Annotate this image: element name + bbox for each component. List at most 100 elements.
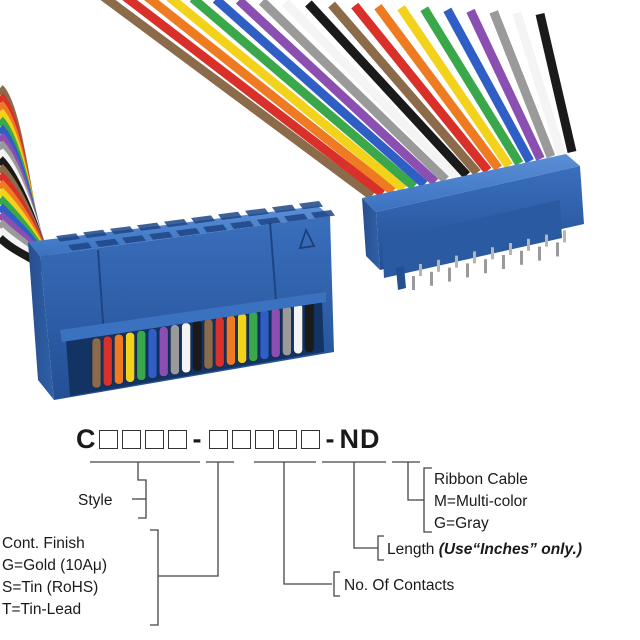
ribbon-wire-right: [305, 0, 471, 179]
triangle-icon: [298, 227, 316, 250]
label-ribbon-title: Ribbon Cable: [434, 471, 528, 488]
socket-wire-end: [102, 335, 113, 387]
part-number-dash-2: -: [325, 424, 336, 454]
ribbon-wire-right: [512, 11, 566, 156]
ribbon-wire-right: [351, 2, 492, 174]
ribbon-wire-right: [466, 8, 545, 161]
part-number-suffix: ND: [339, 424, 381, 454]
plug-pin: [509, 243, 512, 255]
socket-wire-end: [192, 320, 203, 372]
ribbon-wire-right: [489, 10, 556, 159]
label-finish-tinlead: T=Tin-Lead: [2, 601, 82, 618]
label-ribbon-multi: M=Multi-color: [434, 493, 528, 510]
plug-pin: [484, 259, 487, 274]
ribbon-wire-right: [374, 3, 502, 171]
ribbon-wire-right: [122, 0, 386, 198]
socket-connector: [28, 201, 335, 400]
ribbon-wire-right: [143, 0, 396, 195]
socket-cell: [272, 204, 296, 213]
plug-pins: [412, 230, 566, 290]
socket-cell: [149, 231, 173, 240]
socket-wire-end: [237, 312, 247, 364]
ribbon-wire-right: [100, 0, 375, 200]
finish-box: [121, 430, 141, 449]
length-box-3: [254, 430, 274, 449]
ribbon-wire-right: [282, 0, 460, 181]
label-length: Length (Use“Inches” only.): [387, 539, 582, 560]
socket-contact-holes: [56, 201, 335, 251]
plug-pin: [473, 251, 476, 264]
ribbon-wire-right: [420, 6, 524, 166]
socket-cell: [83, 229, 107, 238]
ribbon-wire-right: [258, 0, 449, 184]
socket-cell: [230, 220, 254, 229]
length-box-4: [277, 430, 297, 449]
part-number-dash-1: -: [192, 424, 203, 454]
part-number: C--ND: [76, 424, 381, 455]
plug-connector: [362, 154, 584, 290]
ribbon-wire-right: [212, 0, 428, 188]
ribbon-wire-right: [328, 1, 481, 176]
socket-cell: [176, 228, 200, 237]
contacts-box-1: [144, 430, 164, 449]
socket-wire-end: [248, 311, 259, 362]
plug-pin: [412, 276, 415, 290]
plug-pin: [437, 259, 440, 272]
plug-pin: [466, 263, 469, 278]
label-contacts: No. Of Contacts: [344, 577, 455, 594]
plug-pin: [538, 246, 541, 261]
socket-cell: [137, 222, 161, 231]
socket-wire-end: [136, 330, 147, 381]
ribbon-wire-right: [443, 7, 534, 164]
socket-wire-end: [181, 322, 191, 374]
socket-wire-end: [125, 331, 135, 383]
socket-cell: [203, 224, 227, 233]
plug-pin: [448, 267, 451, 282]
socket-wire-end: [147, 328, 158, 379]
socket-wire-end: [114, 333, 124, 385]
ribbon-wire-right: [397, 5, 513, 169]
socket-wire-end: [170, 324, 180, 376]
plug-pin: [527, 238, 530, 251]
socket-cell: [95, 238, 119, 247]
socket-wire-end: [270, 307, 281, 358]
plug-pin: [556, 242, 559, 257]
plug-pin: [545, 234, 548, 247]
part-number-prefix: C: [76, 424, 97, 454]
socket-cell: [299, 201, 323, 210]
ribbon-wire-right: [166, 0, 407, 193]
style-box: [98, 430, 118, 449]
socket-cell: [257, 217, 281, 226]
socket-cell: [164, 219, 188, 228]
length-box-2: [231, 430, 251, 449]
label-length-text: Length: [387, 541, 435, 558]
plug-top-face: [362, 154, 580, 212]
callout-lines: [90, 461, 432, 626]
plug-pin: [520, 250, 523, 265]
label-ribbon-gray: G=Gray: [434, 515, 489, 532]
label-length-note: (Use“Inches” only.): [438, 541, 582, 558]
socket-cell: [110, 226, 134, 235]
socket-wire-end: [304, 301, 315, 353]
socket-wire-end: [293, 303, 303, 355]
socket-cell: [191, 215, 215, 224]
label-finish-tin: S=Tin (RoHS): [2, 579, 99, 596]
plug-pin: [563, 230, 566, 243]
ribbon-wire-right: [535, 12, 577, 154]
socket-side-face: [28, 242, 54, 400]
socket-wire-end: [282, 305, 292, 357]
ribbon-wire-right: [235, 0, 439, 186]
label-style: Style: [78, 492, 113, 509]
socket-cell: [284, 213, 308, 222]
socket-wire-end: [259, 309, 270, 360]
plug-side-face: [362, 198, 380, 270]
socket-wire-end: [226, 314, 236, 366]
socket-cell: [68, 242, 92, 251]
socket-wire-end: [158, 326, 169, 377]
plug-pin: [502, 255, 505, 269]
plug-pin: [455, 255, 458, 268]
plug-pin: [419, 264, 422, 276]
socket-wire-end: [214, 316, 225, 368]
label-finish-gold: G=Gold (10Aμ): [2, 557, 107, 574]
